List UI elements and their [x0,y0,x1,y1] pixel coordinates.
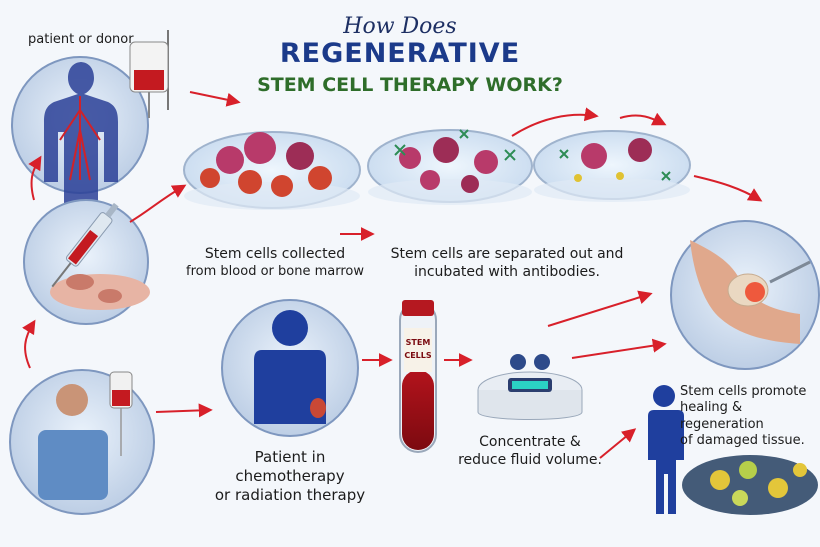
label-concentrate-line1: Concentrate & [479,434,581,450]
arrow-centrifuge-to-knee-1 [547,290,653,327]
title-stem-cell-therapy: STEM CELL THERAPY WORK? [257,74,563,96]
label-patient-line1: Patient in [254,448,326,466]
arrow-patient-to-circle4 [155,403,213,418]
label-collected-line2: from blood or bone marrow [186,263,364,279]
chemo-patient-circle [221,299,359,437]
arrow-donor-to-dish [189,91,241,107]
label-stem-cells-collected: Stem cells collected from blood or bone … [170,246,380,280]
label-patient-therapy: Patient in chemotherapy or radiation the… [200,448,380,504]
donor-body-circle [11,56,149,222]
stem-cells-test-tube: STEM CELLS [399,300,437,453]
petri-dish-2 [367,129,533,205]
label-concentrate: Concentrate & reduce fluid volume. [430,434,630,469]
arrow-circle1-to-circle2 [28,155,42,201]
label-promote-line2: healing & regeneration [680,400,764,432]
label-patient-line3: or radiation therapy [214,485,366,504]
label-stem-cells-separated: Stem cells are separated out and incubat… [372,246,642,281]
iv-bag-icon [129,30,169,118]
label-concentrate-line2: reduce fluid volume. [458,451,602,468]
arrow-circle3-to-circle2 [22,319,36,369]
title-regenerative: REGENERATIVE [279,38,521,69]
arrow-text-to-figure [599,428,637,459]
syringe-circle [23,199,150,325]
syringe-icon [51,202,119,288]
knee-joint-circle [670,220,820,370]
label-separated-line2: incubated with antibodies. [414,263,600,280]
flow-arrows [22,91,763,459]
label-promote-line3: of damaged tissue. [680,432,805,448]
label-patient-or-donor: patient or donor [28,32,134,47]
regenerating-cells [682,455,818,515]
arrow-dish3-to-knee [693,175,763,202]
label-separated-line1: Stem cells are separated out and [390,246,624,262]
label-stem-cells-promote: Stem cells promote healing & regeneratio… [680,384,820,449]
petri-dish-3 [533,130,691,202]
centrifuge-device [477,354,583,420]
patient-iv-circle [9,369,155,515]
petri-dish-1 [183,131,361,210]
arrow-dish3-to-dish-top [619,112,667,126]
arrow-dish2-to-dish3 [511,107,599,137]
healing-figure [648,385,684,514]
arrow-syringe-to-dish [129,184,187,223]
tube-label-line1: STEM [406,338,431,347]
arrow-centrifuge-to-knee-2 [571,338,667,359]
tube-label-line2: CELLS [404,351,432,360]
title-how-does: How Does [343,14,457,39]
label-collected-line1: Stem cells collected [204,246,346,262]
label-promote-line1: Stem cells promote [680,384,807,399]
label-patient-line2: chemotherapy [235,466,345,485]
